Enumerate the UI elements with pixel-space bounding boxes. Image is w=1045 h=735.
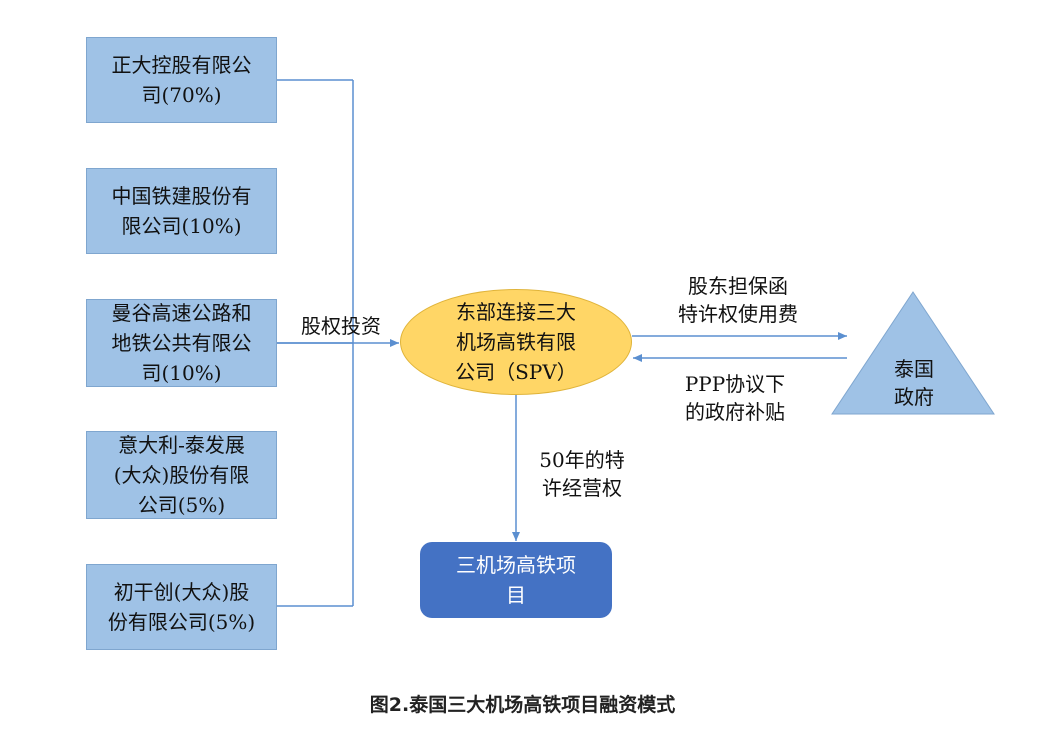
shareholder-box-4: 意大利-泰发展 (大众)股份有限 公司(5%) <box>86 431 277 519</box>
government-label: 泰国 政府 <box>864 355 964 411</box>
label-to-government-line-1: 股东担保函 <box>688 274 788 298</box>
shareholder-box-5: 初干创(大众)股 份有限公司(5%) <box>86 564 277 650</box>
shareholder-4-line-2: (大众)股份有限 <box>113 463 250 487</box>
shareholder-1-line-2: 司(70%) <box>141 83 222 107</box>
shareholder-3-line-1: 曼谷高速公路和 <box>111 301 252 325</box>
shareholder-2-line-1: 中国铁建股份有 <box>111 184 252 208</box>
shareholder-4-line-3: 公司(5%) <box>137 493 226 517</box>
label-equity-investment: 股权投资 <box>301 314 381 338</box>
project-line-1: 三机场高铁项 <box>456 553 576 577</box>
shareholder-2-line-2: 限公司(10%) <box>121 214 242 238</box>
label-from-government-line-2: 的政府补贴 <box>685 400 785 424</box>
shareholder-3-line-3: 司(10%) <box>141 361 222 385</box>
label-from-government: PPP协议下 的政府补贴 <box>660 370 810 426</box>
label-to-government-line-2: 特许权使用费 <box>678 302 798 326</box>
shareholder-3-line-2: 地铁公共有限公 <box>111 331 252 355</box>
label-to-government: 股东担保函 特许权使用费 <box>658 272 818 328</box>
label-from-government-line-1: PPP协议下 <box>684 372 786 396</box>
figure-caption: 图2.泰国三大机场高铁项目融资模式 <box>369 694 676 716</box>
government-line-1: 泰国 <box>894 357 934 381</box>
label-concession-line-2: 许经营权 <box>542 476 622 500</box>
shareholder-1-line-1: 正大控股有限公 <box>111 53 252 77</box>
shareholder-5-line-2: 份有限公司(5%) <box>107 610 256 634</box>
label-concession: 50年的特 许经营权 <box>530 446 634 502</box>
shareholder-box-1: 正大控股有限公 司(70%) <box>86 37 277 123</box>
project-line-2: 目 <box>506 583 526 607</box>
shareholder-box-3: 曼谷高速公路和 地铁公共有限公 司(10%) <box>86 299 277 387</box>
shareholder-5-line-1: 初干创(大众)股 <box>113 580 250 604</box>
spv-line-1: 东部连接三大 <box>456 300 576 324</box>
shareholder-box-2: 中国铁建股份有 限公司(10%) <box>86 168 277 254</box>
shareholder-4-line-1: 意大利-泰发展 <box>118 433 245 457</box>
government-line-2: 政府 <box>894 385 934 409</box>
government-triangle <box>831 291 995 415</box>
spv-ellipse: 东部连接三大 机场高铁有限 公司（SPV） <box>400 289 632 395</box>
spv-line-2: 机场高铁有限 <box>456 330 576 354</box>
label-concession-line-1: 50年的特 <box>539 448 625 472</box>
spv-line-3: 公司（SPV） <box>455 360 577 384</box>
project-box: 三机场高铁项 目 <box>420 542 612 618</box>
